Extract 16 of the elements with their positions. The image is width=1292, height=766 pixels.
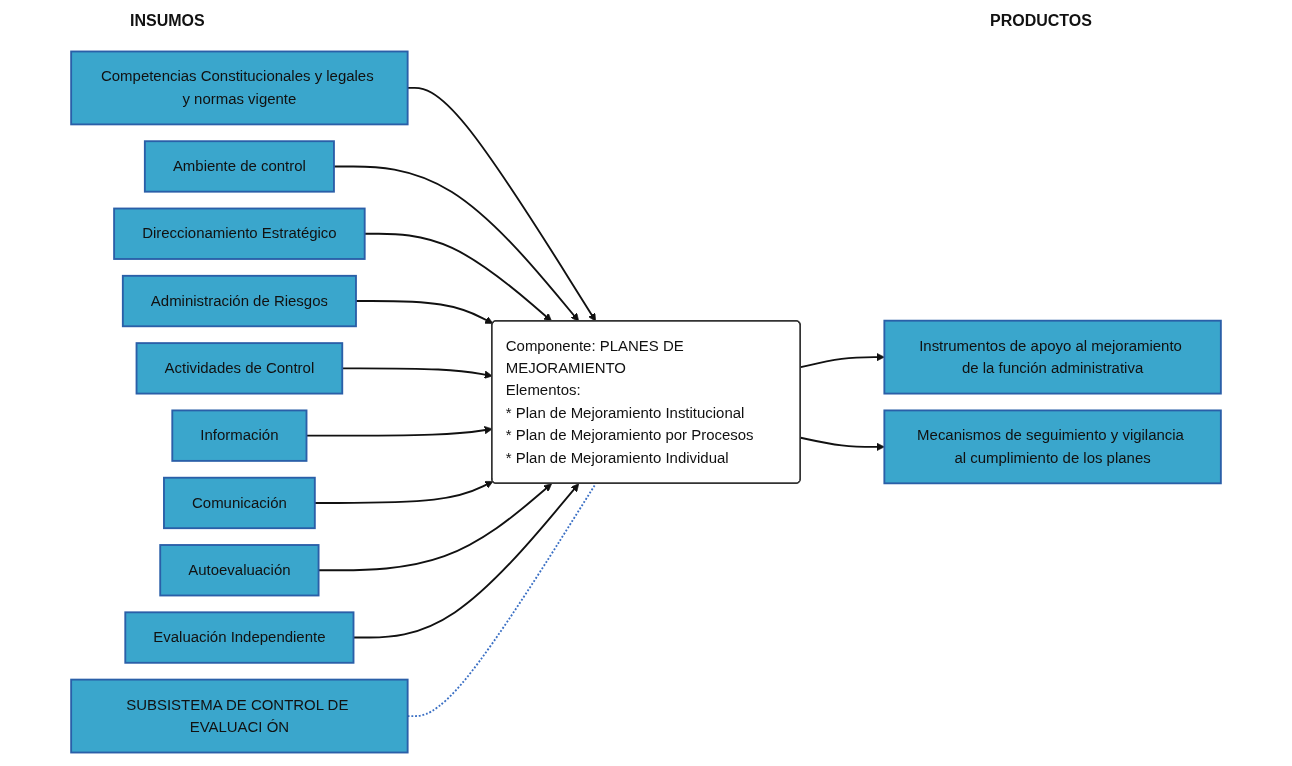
column-heading: INSUMOS [130, 12, 205, 30]
node-box: Mecanismos de seguimiento y vigilancia al cumplimiento de los planes [883, 409, 1222, 485]
node-box: SUBSISTEMA DE CONTROL DE EVALUACI ÓN [70, 678, 409, 754]
node-box: Competencias Constitucionales y legales y normas vigente [70, 50, 409, 126]
arrow [333, 165, 580, 322]
column-heading: PRODUCTOS [990, 12, 1092, 30]
node-box: Ambiente de control [143, 140, 335, 193]
node-box: Autoevaluación [159, 544, 320, 597]
node-box: Comunicación [163, 476, 316, 530]
node-box: Instrumentos de apoyo al mejoramiento de la función administrativa [883, 319, 1222, 395]
node-box: Direccionamiento Estratégico [113, 207, 366, 260]
arrow [355, 300, 494, 324]
node-box: Información [171, 409, 308, 462]
node-box: Evaluación Independiente [124, 611, 355, 664]
node-box: Administración de Riesgos [121, 274, 357, 328]
node-box: Actividades de Control [135, 342, 344, 395]
